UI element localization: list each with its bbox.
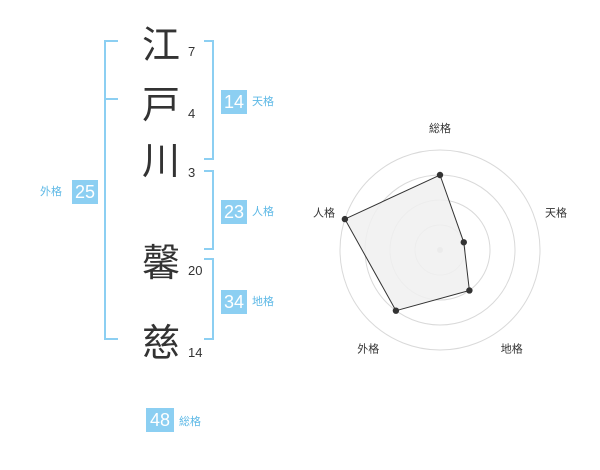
name-char-1: 江	[141, 23, 180, 67]
radar-axis-label-5: 人格	[313, 205, 335, 219]
name-char-3: 川	[141, 139, 180, 183]
stroke-count-2: 4	[188, 106, 196, 121]
radar-axis-label-2: 天格	[545, 205, 567, 219]
name-char-5: 慈	[141, 321, 180, 365]
stroke-count-3: 3	[188, 165, 196, 180]
chikaku-badge: 34	[221, 290, 247, 314]
radar-point-3	[466, 287, 473, 294]
stroke-count-5: 14	[188, 345, 203, 360]
radar-polygon	[344, 174, 470, 312]
radar-axis-label-1: 総格	[429, 121, 451, 135]
radar-point-2	[460, 239, 467, 246]
jinkaku-badge: 23	[221, 200, 247, 224]
radar-axis-label-4: 外格	[357, 342, 379, 356]
stroke-count-4: 20	[188, 263, 203, 278]
soukaku-badge: 48	[146, 408, 174, 432]
tenkaku-label: 天格	[252, 95, 274, 108]
radar-point-4	[392, 307, 400, 314]
gaikaku-badge: 25	[72, 180, 98, 204]
name-char-4: 馨	[141, 241, 180, 285]
tenkaku-badge: 14	[221, 90, 247, 114]
radar-axis-label-3: 地格	[501, 342, 523, 356]
name-char-2: 戸	[141, 83, 180, 127]
jinkaku-label: 人格	[252, 205, 274, 218]
stroke-count-1: 7	[188, 44, 196, 59]
gaikaku-label: 外格	[40, 185, 62, 198]
radar-point-5	[341, 215, 349, 223]
radar-ring-4	[339, 149, 541, 351]
soukaku-label: 総格	[179, 415, 201, 428]
radar-point-1	[436, 171, 444, 179]
chikaku-label: 地格	[252, 295, 274, 308]
